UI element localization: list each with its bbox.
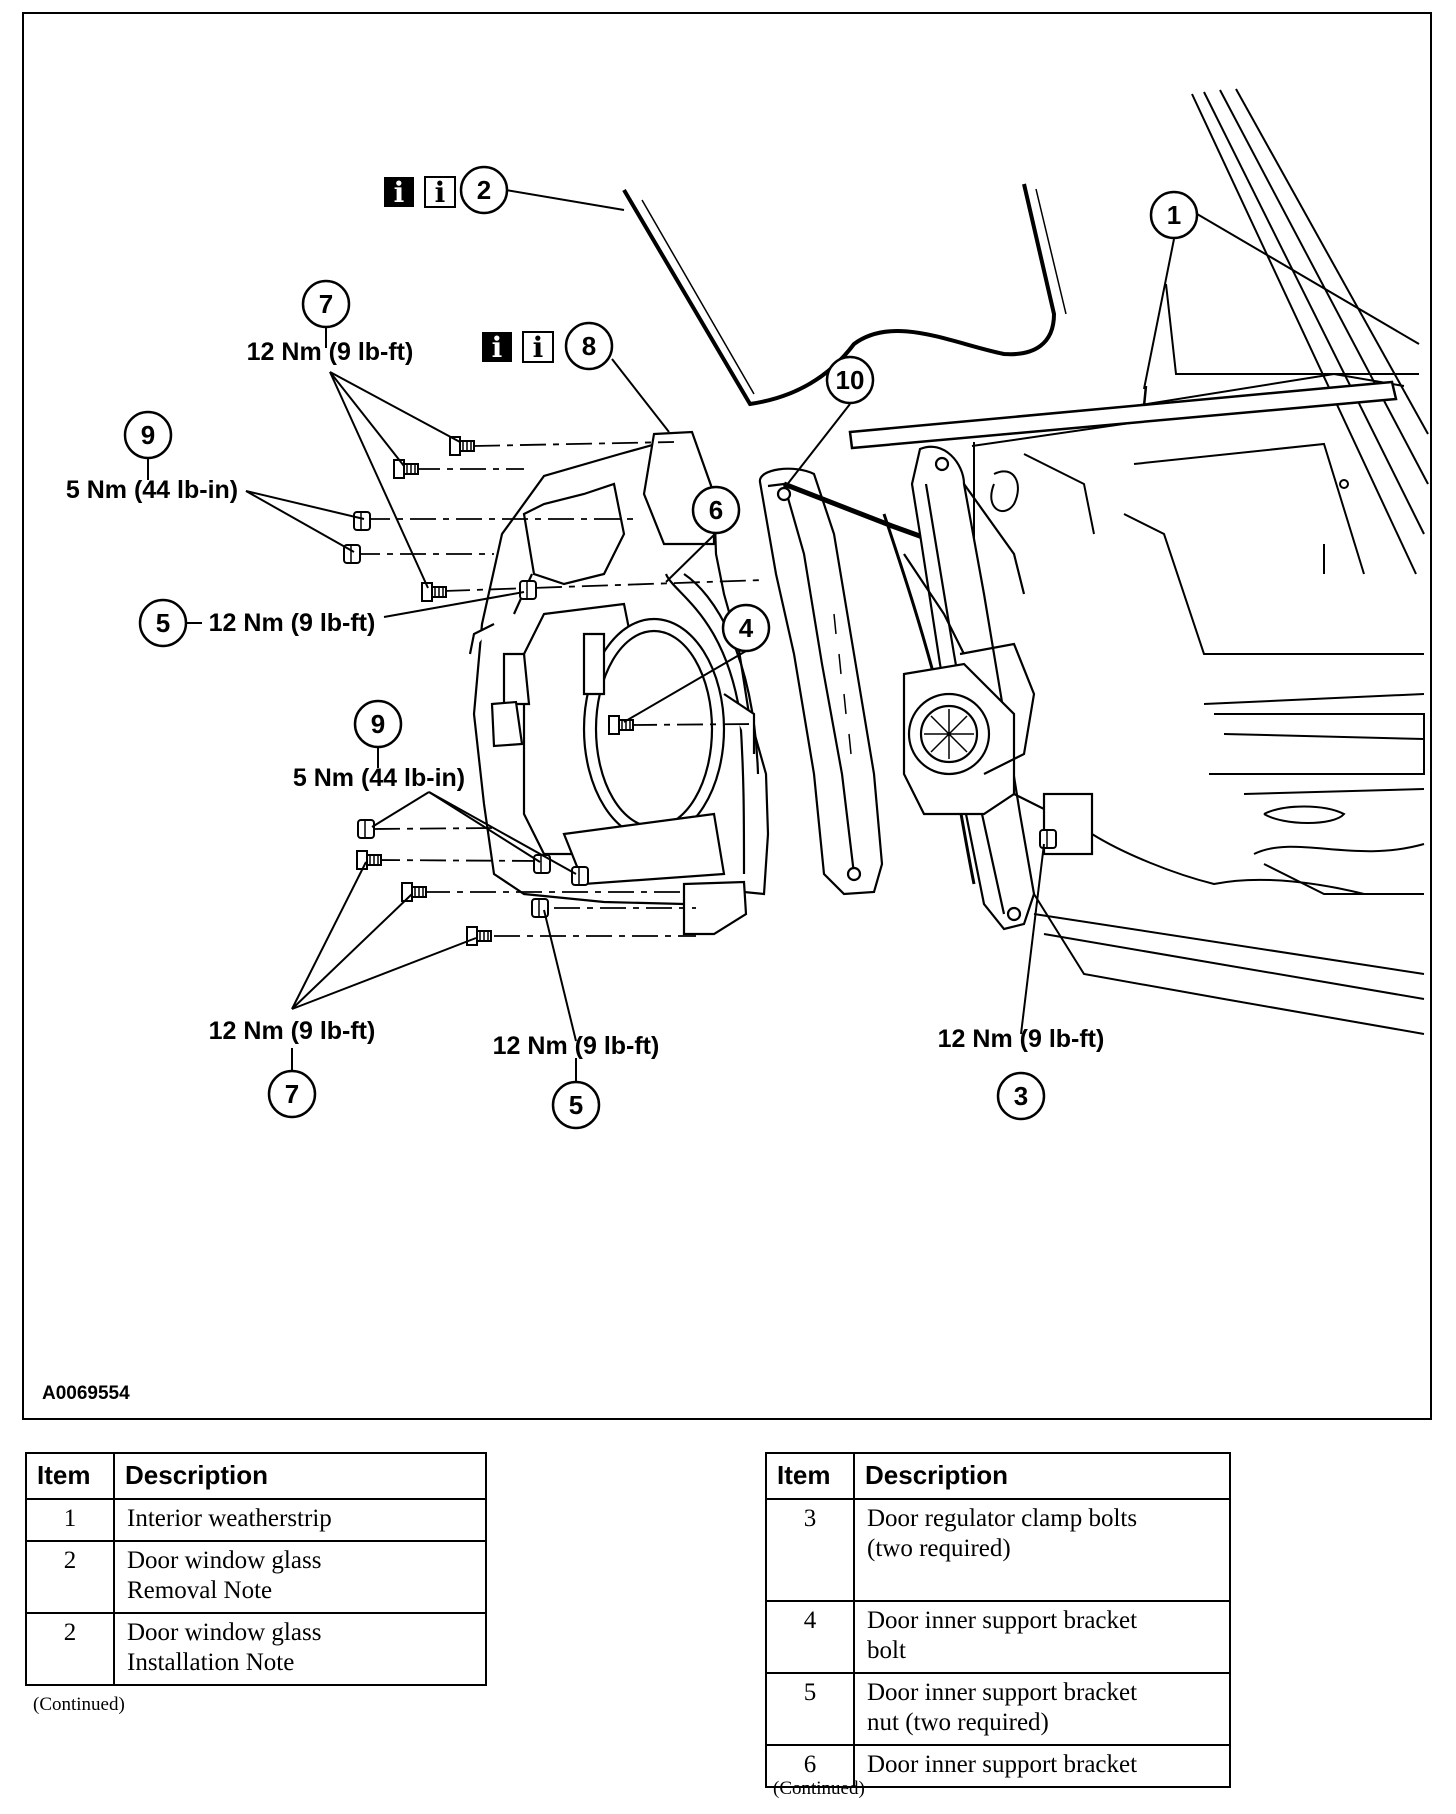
item-number: 5 <box>765 1672 855 1746</box>
info-letter: i <box>394 176 405 209</box>
item-description: Door regulator clamp bolts (two required) <box>853 1498 1231 1602</box>
svg-text:7: 7 <box>319 289 333 319</box>
interior-weatherstrip <box>848 380 1398 450</box>
callout-10: 10 <box>825 355 875 405</box>
table-row: 5 Door inner support bracket nut (two req… <box>765 1672 1231 1746</box>
header-description: Description <box>853 1452 1231 1500</box>
svg-text:9: 9 <box>371 709 385 739</box>
header-item: Item <box>765 1452 855 1500</box>
description-line: Door inner support bracket <box>867 1679 1138 1706</box>
item-number: 2 <box>25 1612 115 1686</box>
info-icon-removal: i <box>384 176 414 209</box>
description-line: Interior weatherstrip <box>127 1505 332 1532</box>
callout-7: 7 <box>301 279 351 329</box>
torque-label-5-lower: 12 Nm (9 lb-ft) <box>493 1032 660 1060</box>
description-line: Removal Note <box>127 1577 273 1604</box>
figure-code: A0069554 <box>42 1383 130 1404</box>
callout-8: 8 <box>564 321 614 371</box>
description-line: nut (two required) <box>867 1709 1049 1736</box>
legend-header-row: Item Description <box>25 1452 487 1500</box>
info-icons: i i i i <box>384 176 554 364</box>
table-row: 4 Door inner support bracket bolt <box>765 1600 1231 1674</box>
item-number: 4 <box>765 1600 855 1674</box>
torque-label-9-lower: 5 Nm (44 lb-in) <box>293 764 465 792</box>
callout-9: 9 <box>123 410 173 460</box>
svg-text:9: 9 <box>141 420 155 450</box>
svg-text:7: 7 <box>285 1079 299 1109</box>
continued-note-left: (Continued) <box>33 1694 125 1715</box>
inner-support-bracket <box>468 430 770 936</box>
info-icon-installation: i <box>424 176 456 209</box>
svg-text:10: 10 <box>836 365 865 395</box>
item-number: 6 <box>765 1744 855 1788</box>
info-icon-installation: i <box>522 331 554 364</box>
description-line: Door regulator clamp bolts <box>867 1505 1138 1532</box>
info-letter: i <box>533 331 544 364</box>
item-description: Door inner support bracket bolt <box>853 1600 1231 1674</box>
leader-lines <box>147 189 1175 1082</box>
callout-9-lower: 9 <box>353 699 403 749</box>
window-regulator <box>758 445 1365 931</box>
callout-6: 6 <box>691 485 741 535</box>
svg-text:4: 4 <box>739 613 754 643</box>
callout-4: 4 <box>721 603 771 653</box>
legend-header-row: Item Description <box>765 1452 1231 1500</box>
callout-1: 1 <box>1149 190 1199 240</box>
description-line: (two required) <box>867 1535 1011 1562</box>
description-line: Door inner support bracket <box>867 1751 1138 1778</box>
info-icon-removal: i <box>482 331 512 364</box>
svg-text:1: 1 <box>1167 200 1181 230</box>
alignment-lines <box>354 441 765 937</box>
torque-label-5-upper: 12 Nm (9 lb-ft) <box>209 609 376 637</box>
description-line: Installation Note <box>127 1649 295 1676</box>
description-line: Door inner support bracket <box>867 1607 1138 1634</box>
callout-5-lower: 5 <box>551 1080 601 1130</box>
callout-7-lower: 7 <box>267 1069 317 1119</box>
svg-text:5: 5 <box>156 608 170 638</box>
description-line: bolt <box>867 1637 906 1664</box>
item-number: 2 <box>25 1540 115 1614</box>
item-description: Door inner support bracket <box>853 1744 1231 1788</box>
header-description: Description <box>113 1452 487 1500</box>
torque-label-9-upper: 5 Nm (44 lb-in) <box>66 476 238 504</box>
legend-table-left: Item Description 1 Interior weatherstrip… <box>25 1452 487 1686</box>
table-row: 6 Door inner support bracket <box>765 1744 1231 1788</box>
item-description: Door inner support bracket nut (two requi… <box>853 1672 1231 1746</box>
header-item: Item <box>25 1452 115 1500</box>
torque-label-7-lower: 12 Nm (9 lb-ft) <box>209 1017 376 1045</box>
torque-label-7-upper: 12 Nm (9 lb-ft) <box>247 338 414 366</box>
torque-label-3: 12 Nm (9 lb-ft) <box>938 1025 1105 1053</box>
item-description: Interior weatherstrip <box>113 1498 487 1542</box>
info-letter: i <box>492 331 503 364</box>
window-glass <box>622 183 1067 407</box>
item-number: 3 <box>765 1498 855 1602</box>
callout-3: 3 <box>996 1071 1046 1121</box>
svg-text:5: 5 <box>569 1090 583 1120</box>
callout-5: 5 <box>138 598 188 648</box>
svg-text:6: 6 <box>709 495 723 525</box>
callout-2: 2 <box>459 165 509 215</box>
svg-text:3: 3 <box>1014 1081 1028 1111</box>
description-line: Door window glass <box>127 1619 322 1646</box>
svg-text:2: 2 <box>477 175 491 205</box>
exploded-diagram: i i i i 1 2 3 4 5 6 7 8 9 10 7 9 5 12 Nm… <box>22 12 1432 1420</box>
torque-labels: 12 Nm (9 lb-ft) 5 Nm (44 lb-in) 12 Nm (9… <box>66 338 1104 1060</box>
legend-table-right: Item Description 3 Door regulator clamp … <box>765 1452 1231 1788</box>
callouts: 1 2 3 4 5 6 7 8 9 10 7 9 5 <box>123 165 1199 1130</box>
info-letter: i <box>435 176 446 209</box>
description-line: Door window glass <box>127 1547 322 1574</box>
svg-text:8: 8 <box>582 331 596 361</box>
table-row: 1 Interior weatherstrip <box>25 1498 487 1542</box>
item-number: 1 <box>25 1498 115 1542</box>
table-row: 3 Door regulator clamp bolts (two require… <box>765 1498 1231 1602</box>
continued-note-right: (Continued) <box>773 1778 865 1799</box>
diagram-drawing: i i i i 1 2 3 4 5 6 7 8 9 10 7 9 5 12 Nm… <box>42 88 1429 1404</box>
